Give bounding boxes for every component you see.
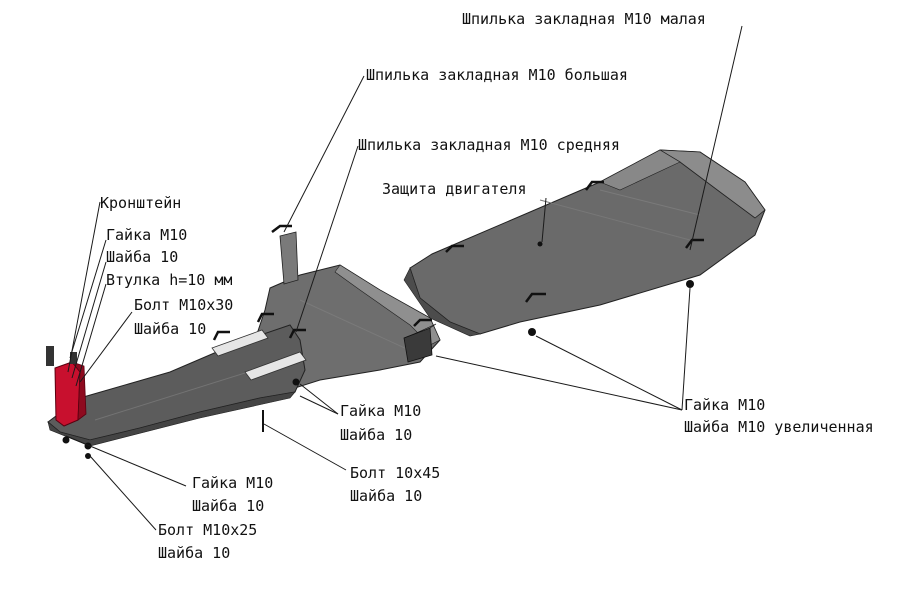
label-bushing: Втулка h=10 мм <box>106 271 233 289</box>
label-bolt-m10x25: Болт М10х25 <box>158 521 258 539</box>
bracket-part <box>46 346 87 427</box>
label-washer-10-e: Шайба 10 <box>192 497 265 515</box>
studs <box>212 180 704 341</box>
label-engine-guard: Защита двигателя <box>382 180 527 198</box>
label-washer-m10-enlarged: Шайба М10 увеличенная <box>684 418 874 436</box>
fasteners <box>62 241 694 459</box>
label-washer-10-b: Шайба 10 <box>134 320 207 338</box>
label-nut-m10-a: Гайка М10 <box>106 226 188 244</box>
label-bolt-m10x30: Болт М10х30 <box>134 296 234 314</box>
left-guard-plate <box>47 324 306 447</box>
label-bolt-10x45: Болт 10х45 <box>350 464 441 482</box>
label-nut-m10-b: Гайка М10 <box>340 402 422 420</box>
label-nut-m10-c: Гайка М10 <box>192 474 274 492</box>
label-nut-m10-d: Гайка М10 <box>684 396 766 414</box>
label-washer-10-d: Шайба 10 <box>350 487 423 505</box>
mount-strips <box>211 231 437 381</box>
label-washer-10-c: Шайба 10 <box>340 426 413 444</box>
leader-lines <box>65 25 743 531</box>
engine-guard-plate <box>403 149 766 337</box>
label-stud-large: Шпилька закладная М10 большая <box>366 66 628 84</box>
label-washer-10-a: Шайба 10 <box>106 248 179 266</box>
label-stud-small: Шпилька закладная М10 малая <box>462 10 706 28</box>
label-washer-10-f: Шайба 10 <box>158 544 231 562</box>
label-stud-medium: Шпилька закладная М10 средняя <box>358 136 620 154</box>
label-bracket: Кронштейн <box>100 194 182 212</box>
